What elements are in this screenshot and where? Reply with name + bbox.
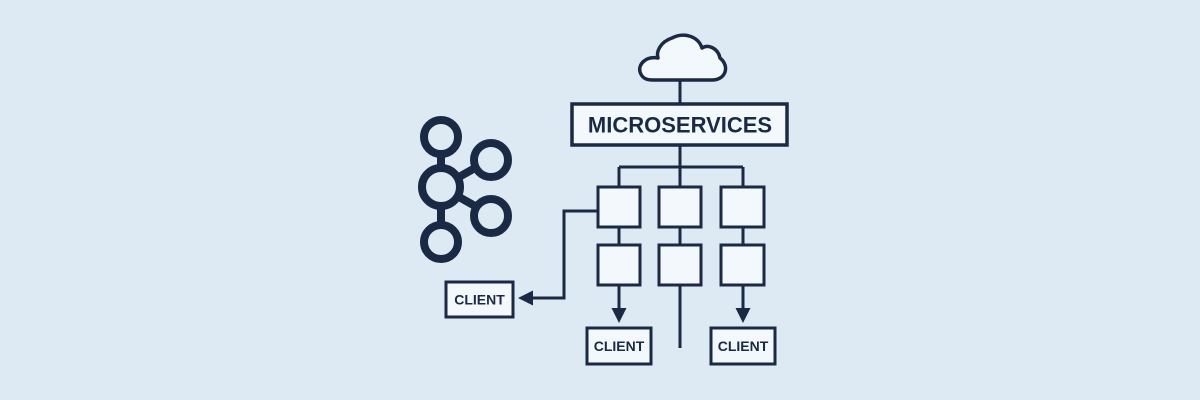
service-box-5 [657, 243, 703, 287]
logo-link-lower-right [455, 193, 479, 210]
logo-node-center [418, 164, 464, 210]
logo-node-lower-right [470, 195, 512, 237]
client-bottom-right-label: CLIENT [718, 338, 769, 354]
service-box-3 [719, 185, 766, 229]
service-grid [596, 185, 766, 287]
cloud-icon [637, 33, 728, 82]
service-box-4 [596, 243, 642, 287]
client-bottom-left-box [585, 326, 653, 366]
service-box-6 [719, 243, 766, 287]
arrow-to-left-client [518, 209, 598, 306]
microservices-label: MICROSERVICES [588, 113, 772, 138]
logo-node-bottom [420, 221, 462, 263]
logo-node-top [420, 116, 462, 158]
service-box-2 [657, 185, 703, 229]
logo-node-upper-right [470, 139, 512, 181]
microservices-box [570, 102, 789, 147]
client-left-label: CLIENT [454, 292, 505, 308]
client-left-box [444, 280, 515, 319]
service-box-1 [596, 185, 642, 229]
kafka-logo-icon [418, 116, 512, 263]
connectors [518, 81, 751, 348]
client-bottom-right-box [709, 326, 777, 366]
client-bottom-left-label: CLIENT [594, 338, 645, 354]
